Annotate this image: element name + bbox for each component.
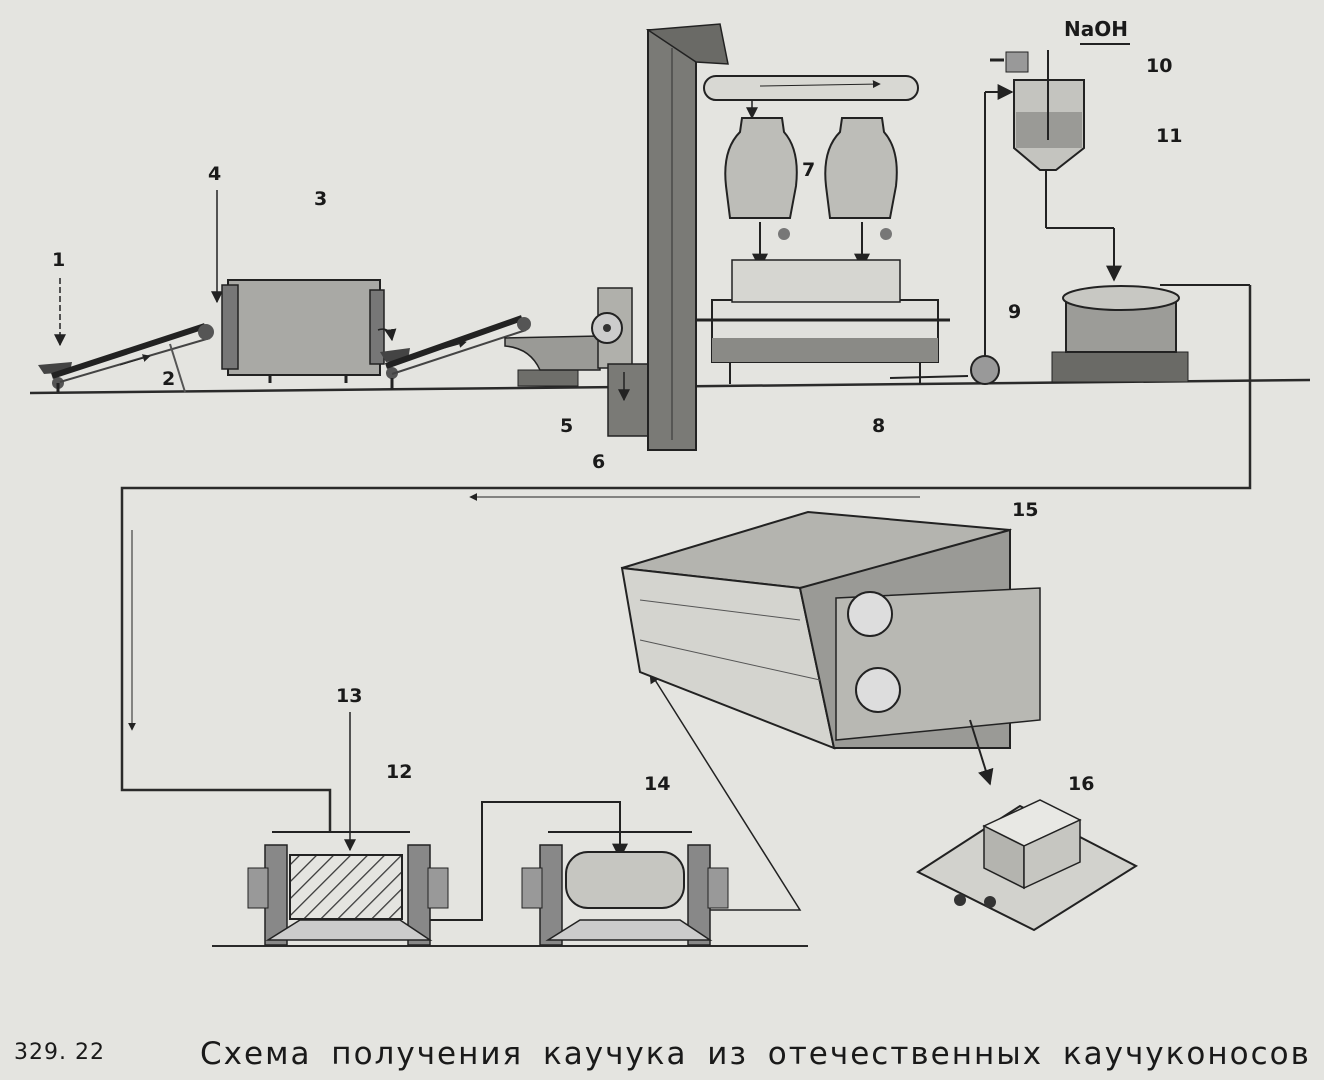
label-1: 1 xyxy=(52,249,65,271)
label-7: 7 xyxy=(802,159,815,181)
label-15: 15 xyxy=(1012,499,1038,521)
label-3: 3 xyxy=(314,188,327,210)
label-2: 2 xyxy=(162,368,175,390)
label-16: 16 xyxy=(1068,773,1094,795)
label-14: 14 xyxy=(644,773,670,795)
item-10-alkali-tank xyxy=(990,43,1130,282)
item-2-conveyor xyxy=(38,323,214,393)
diagram-caption: Схема получения каучука из отечественных… xyxy=(200,1036,1311,1072)
label-10: 10 xyxy=(1146,55,1172,77)
label-12: 12 xyxy=(386,761,412,783)
slide-code: 329. 22 xyxy=(14,1040,105,1065)
label-9: 9 xyxy=(1008,301,1021,323)
item-3-rotary-drum xyxy=(221,279,397,383)
item-7-bunkers xyxy=(724,117,898,270)
item-8-washing-tank xyxy=(696,259,950,384)
label-8: 8 xyxy=(872,415,885,437)
label-6: 6 xyxy=(592,451,605,473)
item-14-refining-rolls xyxy=(521,670,802,946)
item-12-washing-rolls xyxy=(247,844,449,946)
item-9-pump xyxy=(889,84,1014,385)
connector-12-14 xyxy=(430,801,628,921)
item-6-bucket-elevator xyxy=(607,23,729,451)
item-11-coagulator xyxy=(1051,284,1250,383)
item-16-rubber-pallet xyxy=(915,799,1139,932)
label-13: 13 xyxy=(336,685,362,707)
item-15-dryer xyxy=(620,510,1041,786)
conveyor-second xyxy=(380,315,531,390)
item-13-feed-arrow xyxy=(272,712,410,852)
label-naoh: NaOH xyxy=(1064,17,1128,41)
label-5: 5 xyxy=(560,415,573,437)
item-5-crusher xyxy=(504,287,633,387)
overhead-conveyor xyxy=(703,75,919,120)
transfer-pipe xyxy=(120,285,1252,832)
label-11: 11 xyxy=(1156,125,1182,147)
label-4: 4 xyxy=(208,163,221,185)
